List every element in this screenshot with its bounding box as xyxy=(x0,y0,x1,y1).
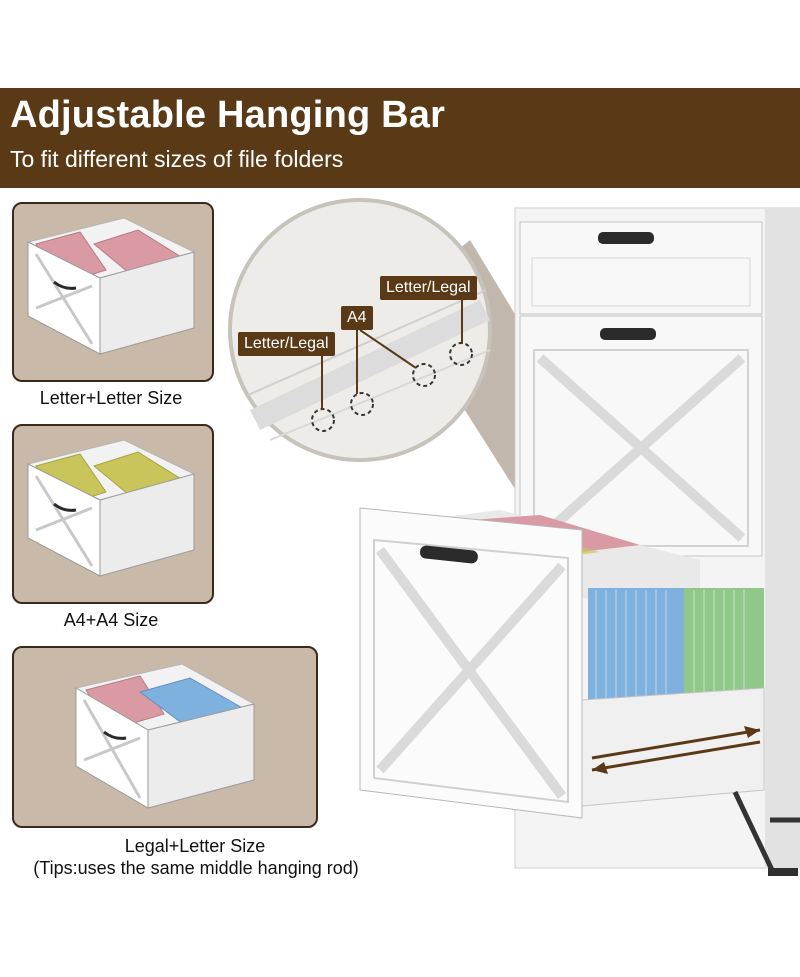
pink-folders xyxy=(470,515,640,552)
blue-folders xyxy=(588,588,684,706)
slot-marker-2 xyxy=(350,392,374,416)
option-panel-a4-a4 xyxy=(12,424,214,604)
slot-label-letter-legal-right: Letter/Legal xyxy=(380,276,477,300)
slot-marker-4 xyxy=(449,342,473,366)
middle-drawer-handle xyxy=(600,328,656,340)
open-drawer-handle xyxy=(420,545,478,564)
header-banner xyxy=(0,88,800,188)
slide-arrow-right xyxy=(591,728,761,760)
page-title: Adjustable Hanging Bar xyxy=(10,94,446,136)
top-drawer-handle xyxy=(598,232,654,244)
top-drawer xyxy=(519,221,763,315)
green-folders xyxy=(684,588,764,706)
option-caption-legal-letter: Legal+Letter Size xyxy=(124,836,266,856)
zoom-detail-circle xyxy=(228,198,492,462)
open-drawer-front xyxy=(359,507,583,819)
drawer-illustration-legal-letter xyxy=(74,663,256,809)
cabinet-leg xyxy=(768,868,798,876)
slide-arrow-left xyxy=(591,740,761,772)
option-panel-letter-letter xyxy=(12,202,214,382)
open-drawer-side xyxy=(581,687,765,807)
cabinet-body xyxy=(514,207,800,869)
option-panel-legal-letter xyxy=(12,646,318,828)
slot-label-letter-legal-left: Letter/Legal xyxy=(238,332,335,356)
slot-marker-1 xyxy=(311,408,335,432)
page-subtitle: To fit different sizes of file folders xyxy=(10,146,344,172)
option-tip-note: (Tips:uses the same middle hanging rod) xyxy=(33,858,359,878)
option-caption-letter-letter: Letter+Letter Size xyxy=(39,388,183,408)
drawer-illustration-letter-letter xyxy=(26,217,196,355)
slot-label-a4: A4 xyxy=(341,306,373,330)
option-caption-a4-a4: A4+A4 Size xyxy=(63,610,159,630)
drawer-illustration-a4-a4 xyxy=(26,439,196,577)
middle-drawer xyxy=(519,315,763,557)
slot-marker-3 xyxy=(412,363,436,387)
